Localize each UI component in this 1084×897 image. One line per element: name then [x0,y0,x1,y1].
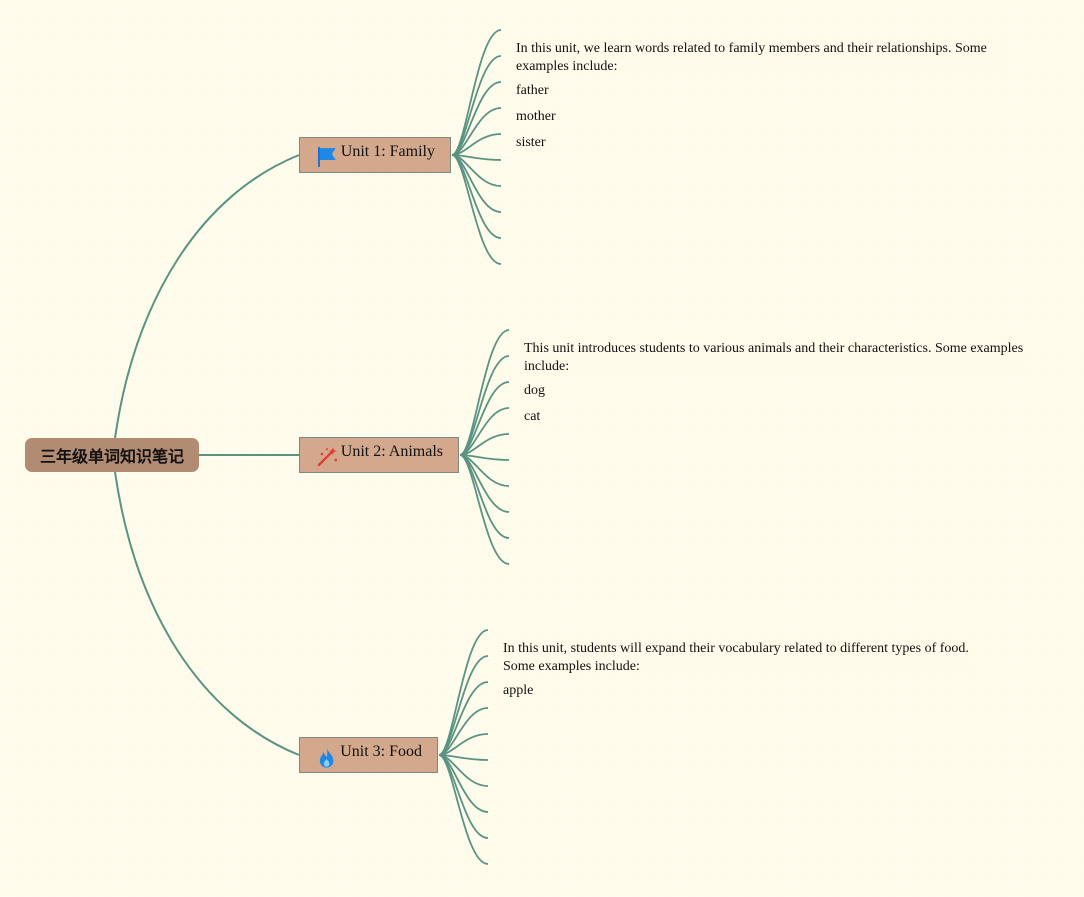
branch-link-unit3 [438,655,489,756]
magic-wand-icon [317,446,338,466]
unit-node-family[interactable]: Unit 1: Family [299,137,451,173]
word-item[interactable]: dog [524,382,545,400]
word-item[interactable]: father [516,82,549,100]
unit-node-animals[interactable]: Unit 2: Animals [299,437,459,473]
branch-link-unit3 [438,754,489,865]
unit-description[interactable]: In this unit, we learn words related to … [516,40,1006,76]
word-item[interactable]: apple [503,682,534,700]
fire-icon [319,746,334,768]
link-root-unit3 [114,471,300,756]
unit-description[interactable]: In this unit, students will expand their… [503,640,973,676]
unit-title: Unit 3: Food [340,743,422,760]
unit-description[interactable]: This unit introduces students to various… [524,340,1029,376]
branch-link-unit1 [451,154,502,239]
unit-node-food[interactable]: Unit 3: Food [299,737,438,773]
branch-link-unit2 [459,454,510,539]
word-item[interactable]: mother [516,108,556,126]
branch-link-unit1 [451,154,502,265]
branch-link-unit2 [459,454,510,565]
root-topic[interactable]: 三年级单词知识笔记 [25,438,199,472]
word-item[interactable]: sister [516,134,546,152]
branch-link-unit1 [451,55,502,156]
unit-title: Unit 2: Animals [340,443,443,460]
root-topic-label: 三年级单词知识笔记 [39,447,184,466]
flag-icon [317,146,336,167]
unit-title: Unit 1: Family [340,143,435,160]
link-root-unit1 [114,154,300,439]
branch-link-unit3 [438,754,489,839]
word-item[interactable]: cat [524,408,541,426]
branch-link-unit2 [459,355,510,456]
